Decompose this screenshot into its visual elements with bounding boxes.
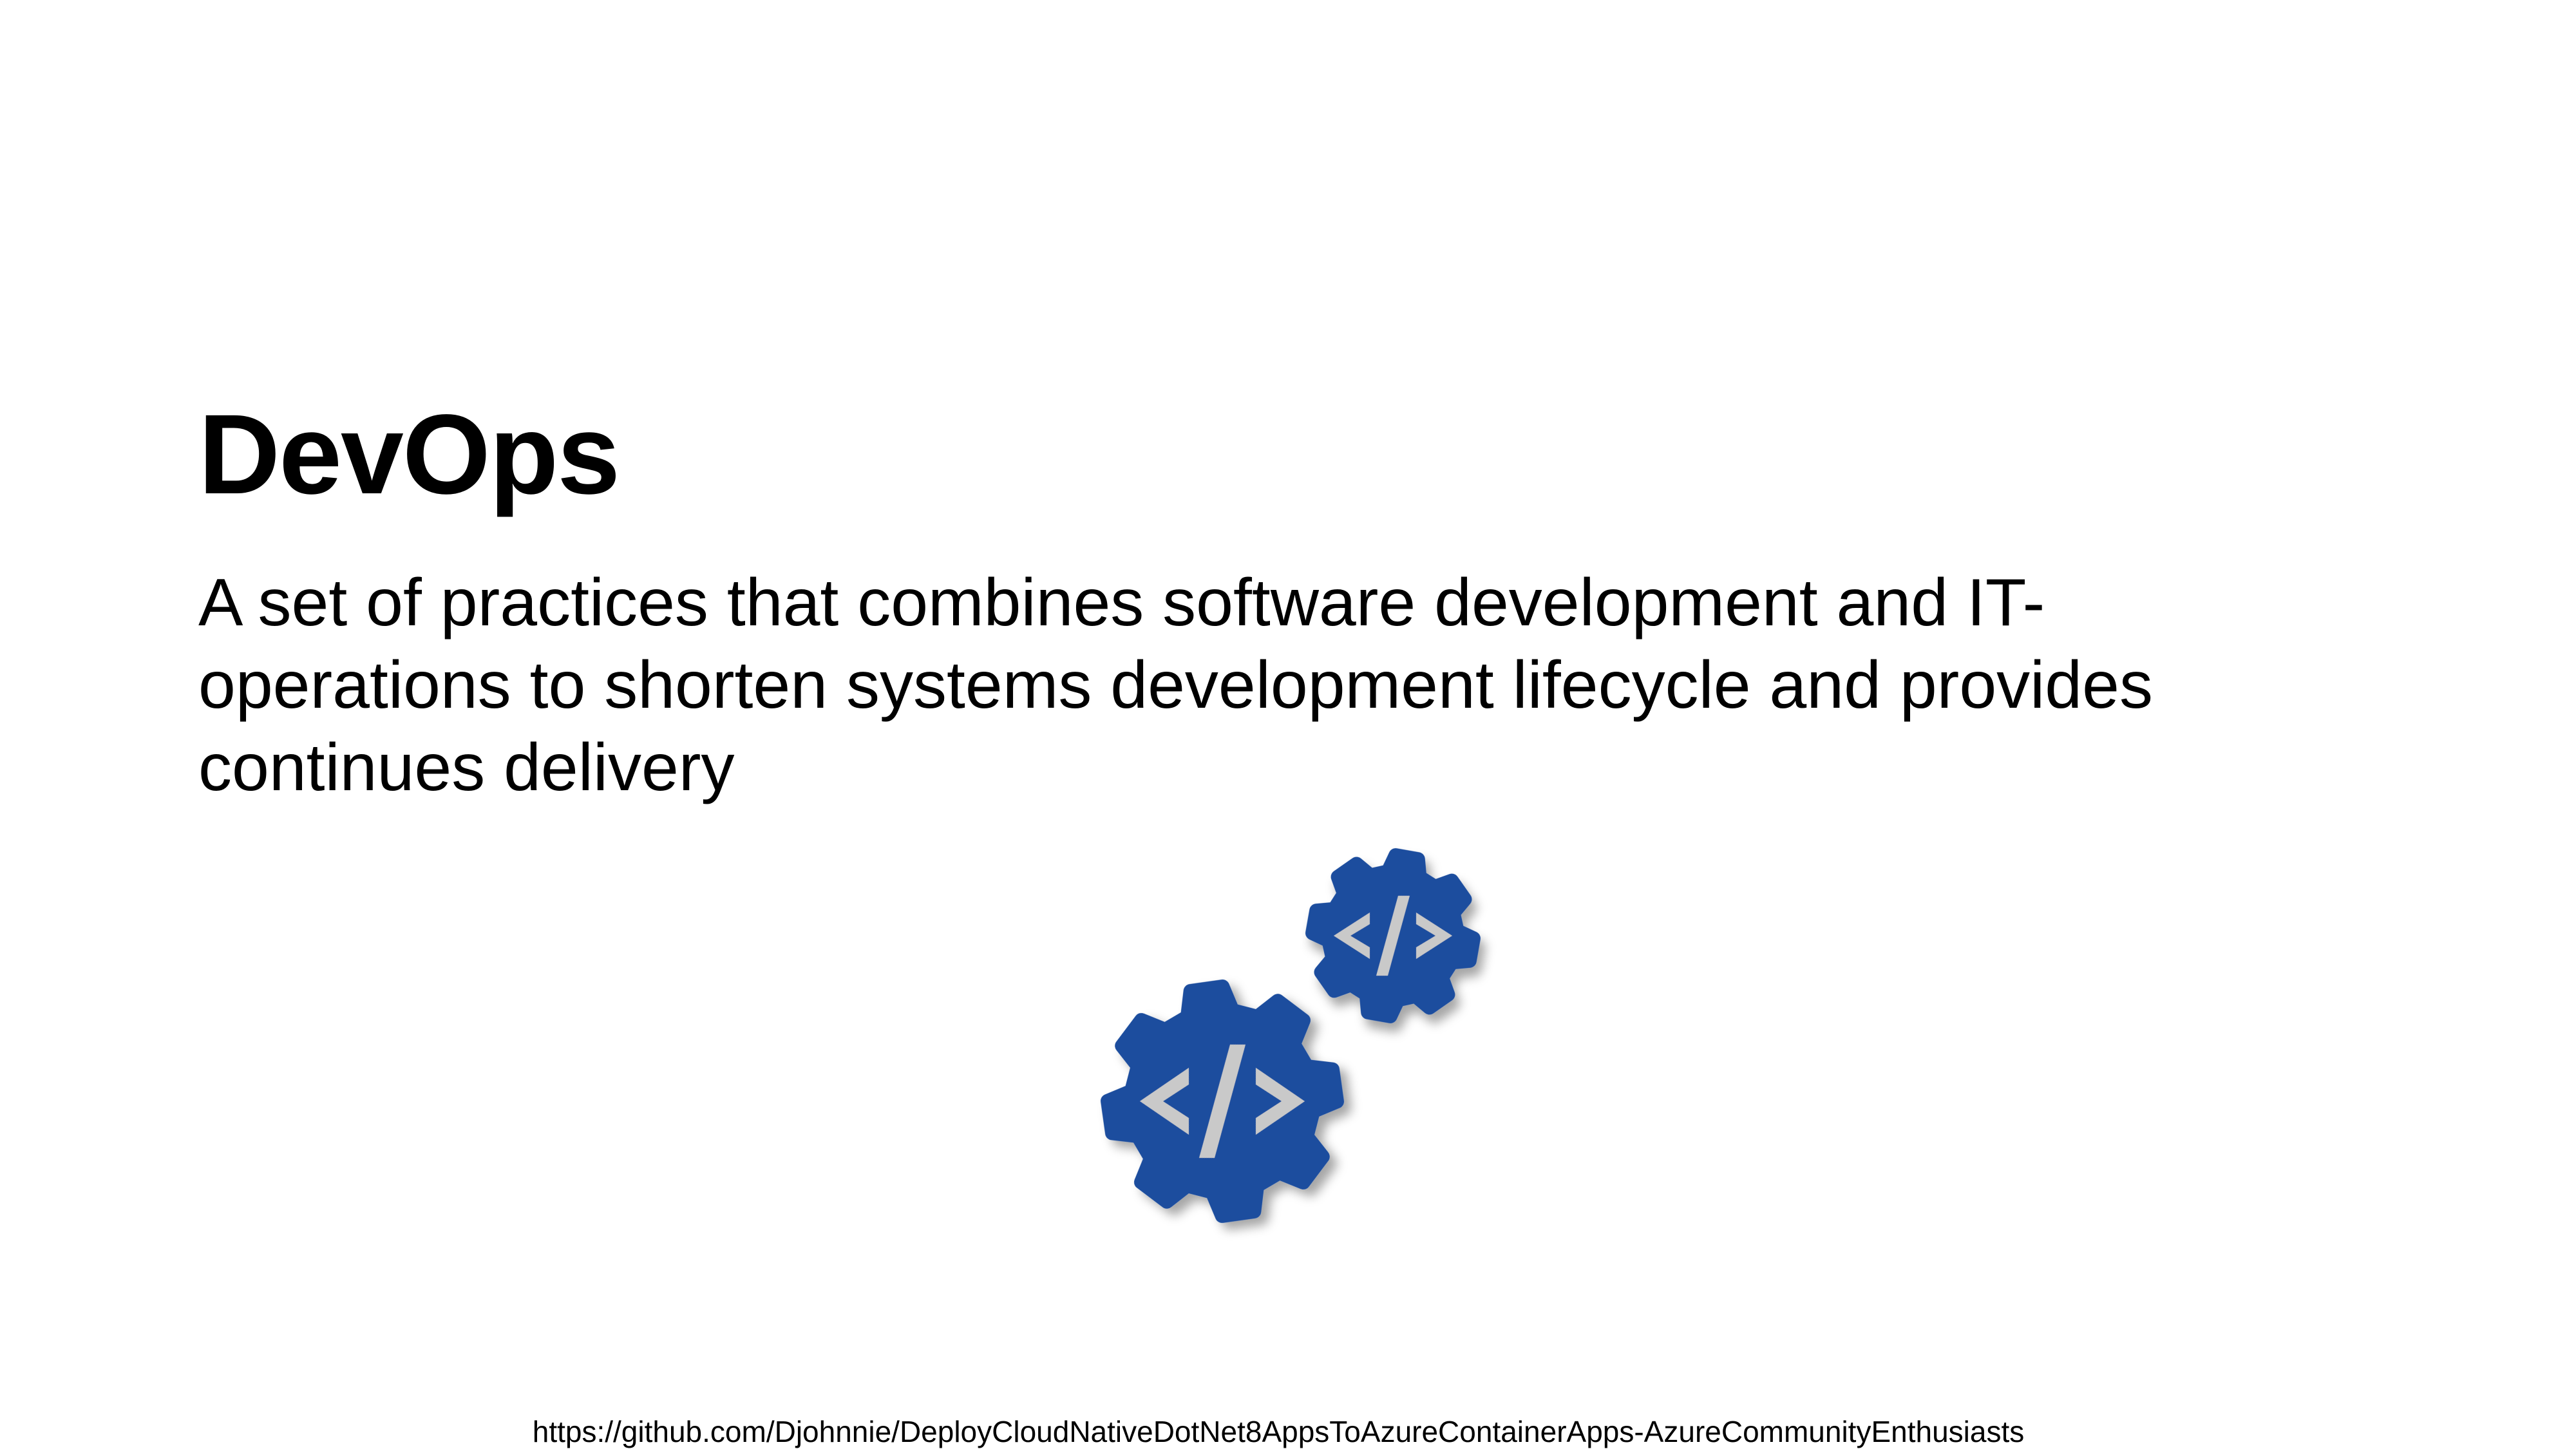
gear-shape (1305, 848, 1481, 1023)
body-line-2: operations to shorten systems developmen… (198, 648, 2153, 723)
large-gear-icon (1101, 980, 1344, 1223)
slide-title: DevOps (198, 392, 620, 518)
small-gear-icon (1305, 848, 1481, 1023)
body-line-3: continues delivery (198, 730, 735, 805)
code-symbol-icon (1334, 896, 1452, 976)
code-symbol-icon (1140, 1045, 1305, 1158)
body-line-1: A set of practices that combines softwar… (198, 565, 2045, 640)
gear-shape (1101, 980, 1344, 1223)
footer-url-link[interactable]: https://github.com/Djohnnie/DeployCloudN… (532, 1415, 2025, 1448)
slide-body: A set of practices that combines softwar… (198, 562, 2324, 809)
